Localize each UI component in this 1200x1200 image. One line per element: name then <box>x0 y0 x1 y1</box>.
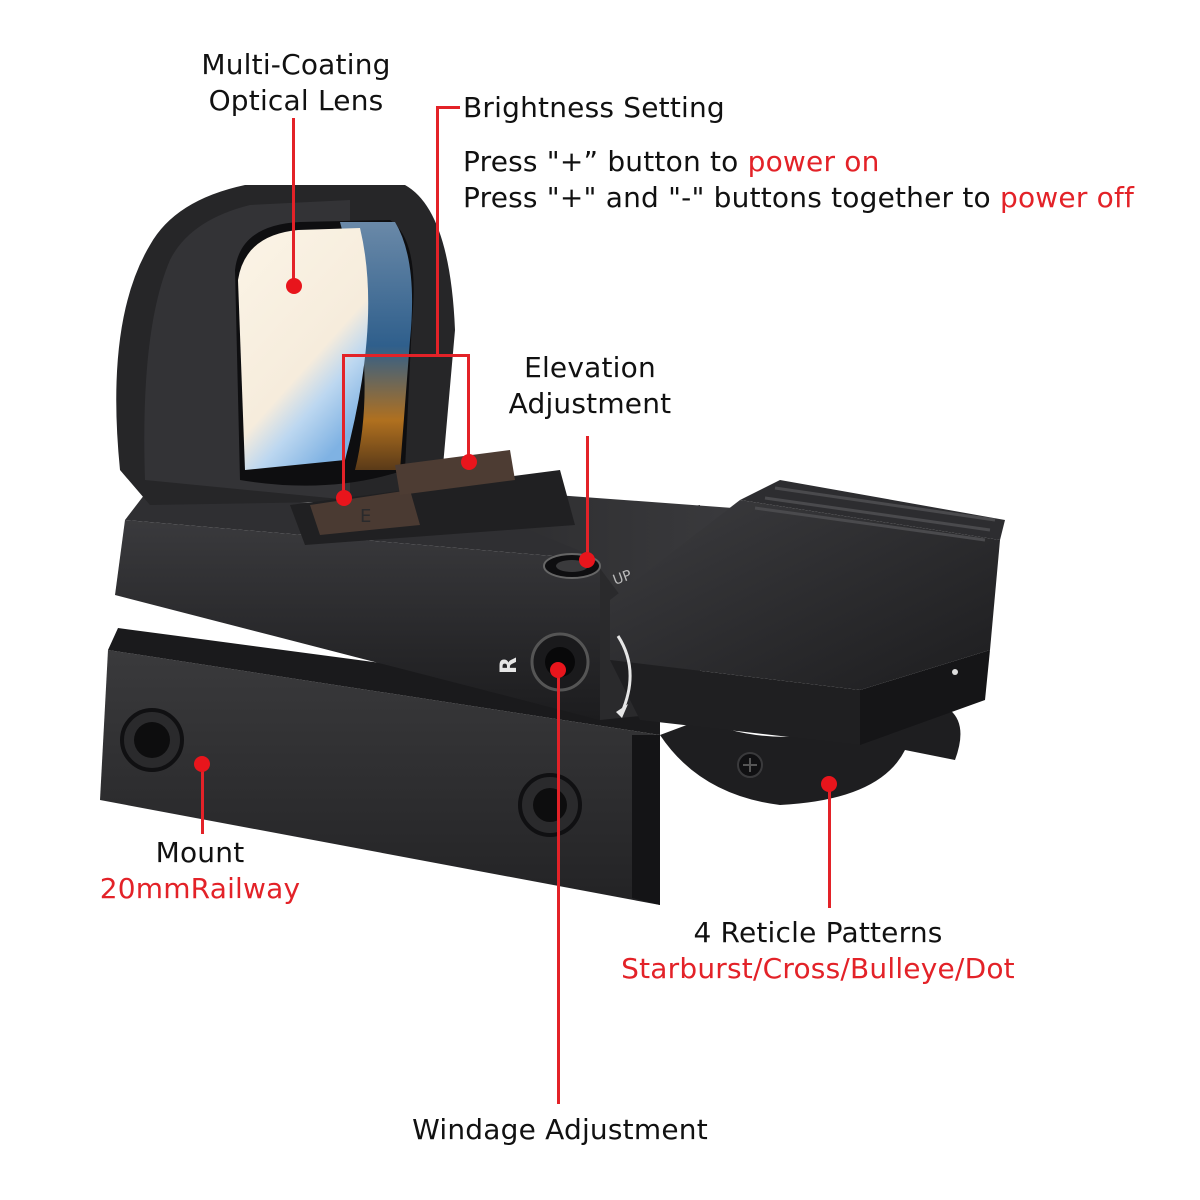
brightness-callout-line-horizontal-top <box>436 106 460 109</box>
windage-label: Windage Adjustment <box>380 1112 740 1148</box>
brightness-callout-line-left <box>342 354 345 500</box>
mount-screw-left-icon <box>120 708 184 772</box>
power-off-instruction: Press "+" and "-" buttons together to <box>463 181 1000 214</box>
lens-frame <box>116 185 455 505</box>
brightness-minus-dot <box>336 490 352 506</box>
brightness-instruction-1: Press "+” button to power on <box>463 144 880 180</box>
front-hood <box>610 480 1005 745</box>
elevation-label: Elevation Adjustment <box>490 350 690 422</box>
brightness-plus-dot <box>461 454 477 470</box>
reticle-patterns-list: Starburst/Cross/Bulleye/Dot <box>621 952 1015 985</box>
reticle-callout-dot <box>821 776 837 792</box>
reticle-label: 4 Reticle Patterns Starburst/Cross/Bulle… <box>588 915 1048 987</box>
reticle-label-line1: 4 Reticle Patterns <box>693 916 943 949</box>
brightness-callout-line-right <box>467 354 470 462</box>
lens-label: Multi-Coating Optical Lens <box>186 47 406 119</box>
power-on-instruction: Press "+” button to <box>463 145 748 178</box>
mount-callout-line <box>201 764 204 834</box>
windage-callout-line <box>557 672 560 1104</box>
mount-label-line1: Mount <box>155 836 245 869</box>
windage-callout-dot <box>550 662 566 678</box>
reticle-callout-line <box>828 784 831 908</box>
brightness-callout-line-bracket <box>342 354 469 357</box>
windage-label-text: Windage Adjustment <box>412 1113 708 1146</box>
elevation-label-line1: Elevation <box>524 351 656 384</box>
power-on-highlight: power on <box>747 145 880 178</box>
mount-callout-dot <box>194 756 210 772</box>
mount-label: Mount 20mmRailway <box>80 835 320 907</box>
up-engraving: UP <box>611 567 634 588</box>
lens-label-line1: Multi-Coating <box>201 48 391 81</box>
brightness-instruction-2: Press "+" and "-" buttons together to po… <box>463 180 1134 216</box>
elevation-callout-dot <box>579 552 595 568</box>
lens-callout-dot <box>286 278 302 294</box>
lens-label-line2: Optical Lens <box>208 84 384 117</box>
power-off-highlight: power off <box>999 181 1135 214</box>
elevation-callout-line <box>586 436 589 558</box>
mount-rail-size: 20mmRailway <box>99 872 301 905</box>
brightness-callout-line-vertical <box>436 106 439 356</box>
r-engraving: R <box>497 657 522 674</box>
lens-callout-line <box>292 118 295 286</box>
minus-button-glyph: E <box>360 506 371 527</box>
mount-screw-right-icon <box>518 773 582 837</box>
elevation-label-line2: Adjustment <box>508 387 672 420</box>
brightness-title-text: Brightness Setting <box>463 91 725 124</box>
brightness-title: Brightness Setting <box>463 90 725 126</box>
